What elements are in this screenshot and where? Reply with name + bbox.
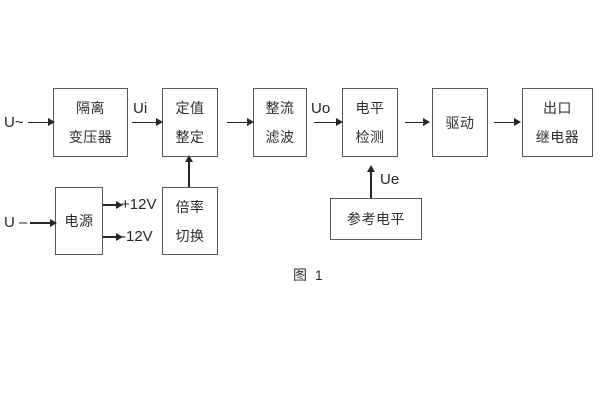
- block-setting-adjust: 定值 整定: [162, 88, 218, 157]
- ui-signal-label: Ui: [133, 100, 148, 117]
- arrow-reference-to-detect: [367, 165, 374, 198]
- block-level-detect: 电平 检测: [342, 88, 398, 157]
- block-rectify-filter-line2: 滤波: [265, 129, 295, 145]
- arrow-udc-to-power: [30, 219, 57, 226]
- block-reference-level: 参考电平: [330, 198, 422, 240]
- uo-signal-label: Uo: [311, 100, 331, 117]
- block-ratio-switch-line1: 倍率: [175, 198, 205, 215]
- block-isolation-transformer: 隔离 变压器: [53, 88, 128, 157]
- block-rectify-filter: 整流 滤波: [253, 88, 307, 157]
- block-isolation-transformer-line1: 隔离: [76, 100, 105, 116]
- arrow-transformer-to-setting: [132, 118, 163, 126]
- arrow-drive-to-relay: [494, 118, 521, 126]
- block-ratio-switch: 倍率 切换: [162, 187, 218, 255]
- block-level-detect-line1: 电平: [355, 100, 385, 116]
- block-rectify-filter-line1: 整流: [265, 100, 295, 116]
- block-setting-adjust-line2: 整定: [175, 129, 205, 145]
- block-output-relay-line1: 出口: [543, 100, 572, 116]
- block-power-supply-line1: 电源: [64, 213, 94, 229]
- block-setting-adjust-line1: 定值: [175, 100, 205, 116]
- input-dc-label: U –: [4, 214, 28, 231]
- block-drive: 驱动: [432, 88, 488, 157]
- input-ac-label: U~: [4, 114, 24, 131]
- minus-12v-label: -12V: [121, 228, 153, 245]
- block-reference-level-line1: 参考电平: [347, 211, 405, 227]
- arrow-setting-to-rectifier: [227, 118, 254, 126]
- block-ratio-switch-line2: 切换: [175, 227, 205, 244]
- block-output-relay: 出口 继电器: [522, 88, 593, 157]
- block-isolation-transformer-line2: 变压器: [68, 129, 113, 145]
- arrow-uac-to-transformer: [28, 118, 55, 126]
- plus-12v-label: +12V: [121, 196, 157, 213]
- arrow-detect-to-drive: [405, 118, 430, 126]
- block-drive-line1: 驱动: [445, 114, 475, 131]
- block-power-supply: 电源: [55, 187, 103, 255]
- block-level-detect-line2: 检测: [355, 129, 385, 145]
- figure-caption: 图 1: [293, 267, 325, 283]
- ue-signal-label: Ue: [380, 171, 400, 188]
- arrow-power-minus12v: [103, 233, 123, 240]
- arrow-rectifier-to-detect: [314, 118, 343, 126]
- arrow-power-plus12v: [103, 201, 123, 208]
- arrow-ratio-to-setting: [185, 155, 192, 187]
- block-output-relay-line2: 继电器: [535, 129, 580, 145]
